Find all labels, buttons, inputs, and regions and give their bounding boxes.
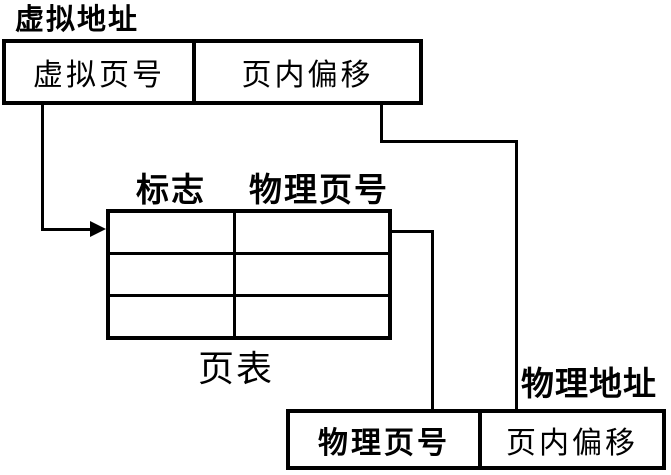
ppn-line-vertical: [431, 230, 434, 409]
offset-line-vertical-2: [515, 140, 518, 409]
virtual-page-number-field: 虚拟页号: [6, 43, 196, 101]
page-table-row: [110, 252, 388, 294]
physical-address-box: 物理页号 页内偏移: [286, 409, 666, 470]
ppn-line-horizontal: [392, 230, 434, 233]
physical-page-offset-field: 页内偏移: [506, 425, 638, 461]
page-table-cell: [236, 213, 388, 252]
page-table: [106, 209, 392, 340]
virtual-address-label: 虚拟地址: [15, 2, 140, 36]
vpn-arrowhead-icon: [90, 221, 106, 237]
offset-line-vertical-1: [380, 105, 383, 143]
offset-line-horizontal: [380, 140, 518, 143]
page-table-cell: [110, 255, 236, 294]
page-table-cell: [110, 297, 236, 336]
page-table-cell: [236, 297, 388, 336]
page-table-row: [110, 213, 388, 252]
vpn-line-horizontal: [41, 228, 92, 231]
page-table-row: [110, 294, 388, 336]
virtual-page-offset-field: 页内偏移: [241, 58, 374, 93]
page-table-header-flags: 标志: [136, 170, 206, 209]
physical-page-number-field: 物理页号: [290, 413, 482, 466]
page-table-cell: [110, 213, 236, 252]
virtual-address-box: 虚拟页号 页内偏移: [2, 39, 423, 105]
page-table-caption: 页表: [197, 349, 274, 390]
page-table-cell: [236, 255, 388, 294]
physical-address-label: 物理地址: [521, 364, 657, 403]
vpn-line-vertical: [41, 105, 44, 231]
page-table-header-physical-page-number: 物理页号: [249, 170, 389, 209]
